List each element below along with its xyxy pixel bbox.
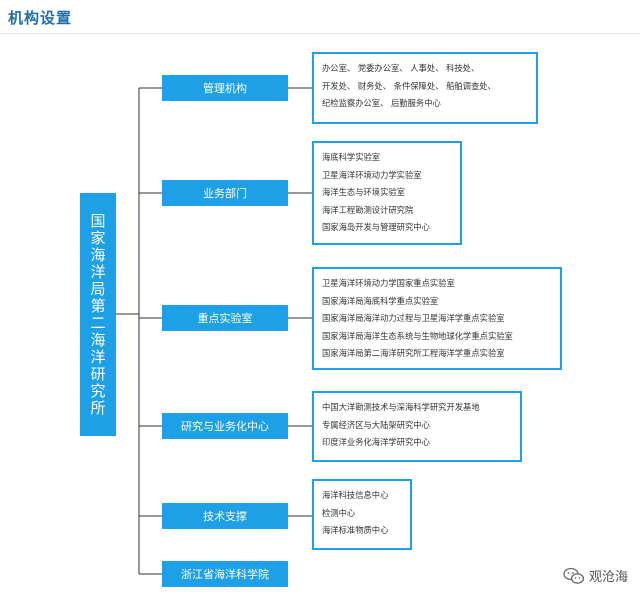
root-char: 国	[90, 211, 106, 230]
detail-item: 印度洋业务化海洋学研究中心	[322, 437, 430, 447]
root-char: 二	[90, 313, 106, 332]
detail-item: 中国大洋勘测技术与深海科学研究开发基地	[322, 402, 480, 412]
root-char: 研	[90, 364, 106, 383]
branch-zhejiang-academy: 浙江省海洋科学院	[162, 561, 288, 587]
detail-item: 海洋生态与环境实验室	[322, 187, 405, 197]
root-char: 局	[90, 279, 106, 298]
detail-item: 纪检监察办公室、 后勤服务中心	[322, 98, 441, 108]
detail-item: 国家海洋局海洋生态系统与生物地球化学重点实验室	[322, 330, 513, 341]
detail-item: 国家海洋局第二海洋研究所工程海洋学重点实验室	[322, 348, 505, 358]
wechat-icon	[563, 567, 585, 584]
watermark: 观沧海	[563, 566, 628, 585]
root-char: 所	[90, 398, 106, 417]
root-char: 第	[90, 296, 106, 315]
root-char: 海	[90, 330, 106, 349]
detail-item: 国家海洋局海底科学重点实验室	[322, 295, 439, 306]
detail-key-laboratories: 卫星海洋环境动力学国家重点实验室 国家海洋局海底科学重点实验室 国家海洋局海洋动…	[312, 267, 562, 370]
branch-business-departments: 业务部门	[162, 180, 288, 206]
root-node: 国家海洋局第二海洋研究所	[80, 193, 116, 436]
detail-item: 卫星海洋环境动力学实验室	[322, 169, 422, 180]
detail-item: 卫星海洋环境动力学国家重点实验室	[322, 278, 455, 288]
root-char: 究	[90, 381, 106, 400]
detail-item: 专属经济区与大陆架研究中心	[322, 419, 430, 430]
detail-item: 办公室、 党委办公室、 人事处、 科技处、	[322, 63, 480, 73]
detail-item: 海洋标准物质中心	[322, 525, 389, 535]
detail-research-centers: 中国大洋勘测技术与深海科学研究开发基地 专属经济区与大陆架研究中心 印度洋业务化…	[312, 391, 522, 462]
branch-management: 管理机构	[162, 75, 288, 101]
root-char: 海	[90, 245, 106, 264]
detail-management: 办公室、 党委办公室、 人事处、 科技处、 开发处、 财务处、 条件保障处、 船…	[312, 52, 538, 124]
detail-item: 开发处、 财务处、 条件保障处、 船舶调查处、	[322, 80, 496, 91]
detail-item: 海洋工程勘测设计研究院	[322, 204, 414, 215]
detail-technical-support: 海洋科技信息中心 检测中心 海洋标准物质中心	[312, 479, 412, 550]
detail-item: 国家海洋局海洋动力过程与卫星海洋学重点实验室	[322, 313, 505, 323]
branch-research-centers: 研究与业务化中心	[162, 413, 288, 439]
detail-item: 检测中心	[322, 507, 356, 518]
root-char: 洋	[90, 347, 106, 366]
detail-item: 海洋科技信息中心	[322, 490, 389, 500]
detail-item: 国家海岛开发与管理研究中心	[322, 222, 430, 232]
root-char: 洋	[90, 262, 106, 281]
title-divider	[0, 33, 640, 34]
branch-key-laboratories: 重点实验室	[162, 305, 288, 331]
page-title: 机构设置	[8, 9, 73, 27]
branch-technical-support: 技术支撑	[162, 503, 288, 529]
detail-item: 海底科学实验室	[322, 152, 381, 162]
root-char: 家	[90, 228, 106, 247]
watermark-text: 观沧海	[588, 570, 628, 585]
detail-business-departments: 海底科学实验室 卫星海洋环境动力学实验室 海洋生态与环境实验室 海洋工程勘测设计…	[312, 141, 462, 245]
